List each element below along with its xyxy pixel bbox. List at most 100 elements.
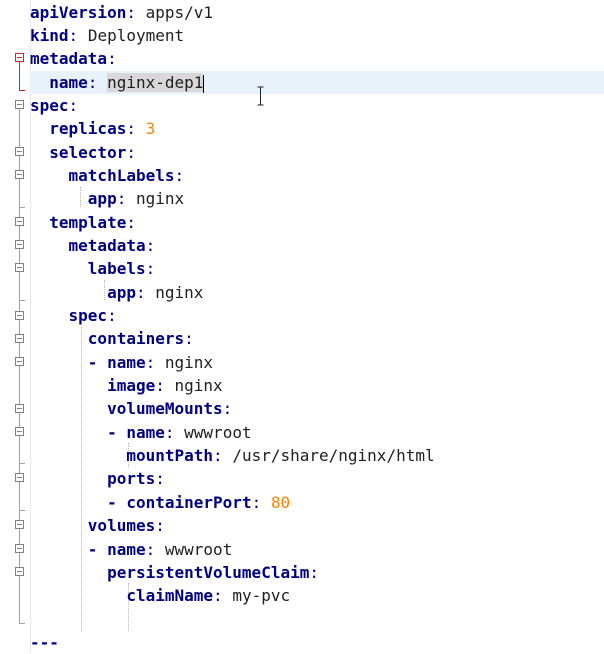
code-line[interactable]: mountPath: /usr/share/nginx/html: [30, 444, 435, 467]
yaml-key: selector: [49, 143, 127, 162]
fold-minus-icon[interactable]: [15, 334, 24, 343]
code-line[interactable]: persistentVolumeClaim:: [30, 561, 319, 584]
yaml-number: 3: [145, 119, 156, 138]
yaml-value: my-pvc: [232, 586, 291, 605]
fold-minus-icon[interactable]: [15, 544, 24, 553]
fold-minus-icon[interactable]: [15, 100, 24, 109]
fold-minus-icon[interactable]: [15, 147, 24, 156]
code-line[interactable]: volumes:: [30, 514, 165, 537]
yaml-key: metadata: [68, 236, 146, 255]
fold-minus-icon[interactable]: [15, 473, 24, 482]
fold-minus-icon[interactable]: [15, 263, 24, 272]
code-line[interactable]: spec:: [30, 304, 117, 327]
colon: :: [126, 119, 136, 138]
fold-minus-icon[interactable]: [15, 520, 24, 529]
code-line[interactable]: - containerPort: 80: [30, 491, 290, 514]
fold-line: [19, 62, 20, 90]
list-dash: -: [107, 423, 117, 442]
code-line[interactable]: - name: wwwroot: [30, 421, 252, 444]
fold-minus-icon[interactable]: [15, 357, 24, 366]
current-code-line[interactable]: name: nginx-dep1: [30, 71, 604, 94]
indent-guide: [104, 280, 105, 300]
code-line[interactable]: claimName: my-pvc: [30, 584, 290, 607]
yaml-key: volumeMounts: [107, 399, 223, 418]
fold-minus-icon[interactable]: [15, 240, 24, 249]
fold-end: [19, 623, 25, 624]
code-line[interactable]: kind: Deployment: [30, 24, 184, 47]
yaml-key: apiVersion: [30, 3, 127, 22]
colon: :: [145, 259, 156, 278]
fold-gutter: [0, 0, 31, 652]
fold-minus-icon[interactable]: [15, 567, 24, 576]
fold-line: [19, 109, 20, 623]
colon: :: [68, 26, 79, 45]
selected-text[interactable]: nginx-dep1: [107, 73, 204, 92]
code-line[interactable]: app: nginx: [30, 187, 184, 210]
code-line[interactable]: - name: wwwroot: [30, 538, 233, 561]
yaml-value: nginx: [135, 189, 185, 208]
fold-end: [19, 300, 25, 301]
code-line[interactable]: image: nginx: [30, 374, 223, 397]
yaml-key: claimName: [126, 586, 214, 605]
fold-minus-icon[interactable]: [15, 404, 24, 413]
code-line[interactable]: ---: [30, 631, 59, 654]
fold-minus-icon[interactable]: [15, 427, 24, 436]
yaml-value: nginx: [155, 283, 204, 302]
list-dash: -: [107, 493, 117, 512]
fold-minus-icon[interactable]: [15, 217, 24, 226]
fold-end: [19, 463, 25, 464]
yaml-value: Deployment: [87, 26, 185, 45]
code-line[interactable]: spec:: [30, 94, 78, 117]
code-line[interactable]: replicas: 3: [30, 117, 155, 140]
colon: :: [213, 446, 223, 465]
colon: :: [155, 516, 165, 535]
code-line[interactable]: metadata:: [30, 234, 156, 257]
colon: :: [155, 469, 165, 488]
fold-minus-icon[interactable]: [15, 53, 24, 62]
code-line[interactable]: containers:: [30, 327, 194, 350]
indent-guide: [128, 583, 129, 631]
fold-minus-icon[interactable]: [15, 311, 24, 320]
fold-minus-icon[interactable]: [15, 170, 24, 179]
colon: :: [116, 189, 127, 208]
colon: :: [126, 143, 136, 162]
colon: :: [145, 540, 156, 559]
code-line[interactable]: metadata:: [30, 47, 117, 70]
code-line[interactable]: app: nginx: [30, 281, 203, 304]
yaml-value: /usr/share/nginx/html: [232, 446, 435, 465]
code-line[interactable]: - name: nginx: [30, 351, 213, 374]
code-line[interactable]: apiVersion: apps/v1: [30, 1, 213, 24]
yaml-key: image: [107, 376, 156, 395]
colon: :: [126, 213, 136, 232]
yaml-key: name: [126, 423, 165, 442]
colon: :: [164, 423, 175, 442]
yaml-value: wwwroot: [184, 423, 252, 442]
colon: :: [87, 73, 98, 92]
yaml-key: mountPath: [126, 446, 214, 465]
code-line[interactable]: matchLabels:: [30, 164, 185, 187]
code-line[interactable]: selector:: [30, 141, 136, 164]
yaml-value: nginx: [174, 376, 223, 395]
yaml-key: name: [107, 353, 146, 372]
colon: :: [145, 236, 156, 255]
fold-end: [19, 207, 25, 208]
yaml-value: nginx: [164, 353, 214, 372]
code-line[interactable]: ports:: [30, 467, 165, 490]
code-line[interactable]: labels:: [30, 257, 155, 280]
indent-guide: [128, 443, 129, 467]
fold-end: [19, 90, 25, 91]
colon: :: [222, 399, 233, 418]
indent-guide: [81, 327, 82, 632]
colon: :: [251, 493, 262, 512]
colon: :: [68, 96, 79, 115]
colon: :: [107, 306, 117, 325]
code-line[interactable]: volumeMounts:: [30, 397, 232, 420]
yaml-key: name: [107, 540, 146, 559]
yaml-key: metadata: [30, 49, 108, 68]
colon: :: [126, 3, 136, 22]
fold-end: [19, 510, 25, 511]
code-line[interactable]: template:: [30, 211, 136, 234]
yaml-key: kind: [30, 26, 69, 45]
yaml-value: apps/v1: [145, 3, 214, 22]
